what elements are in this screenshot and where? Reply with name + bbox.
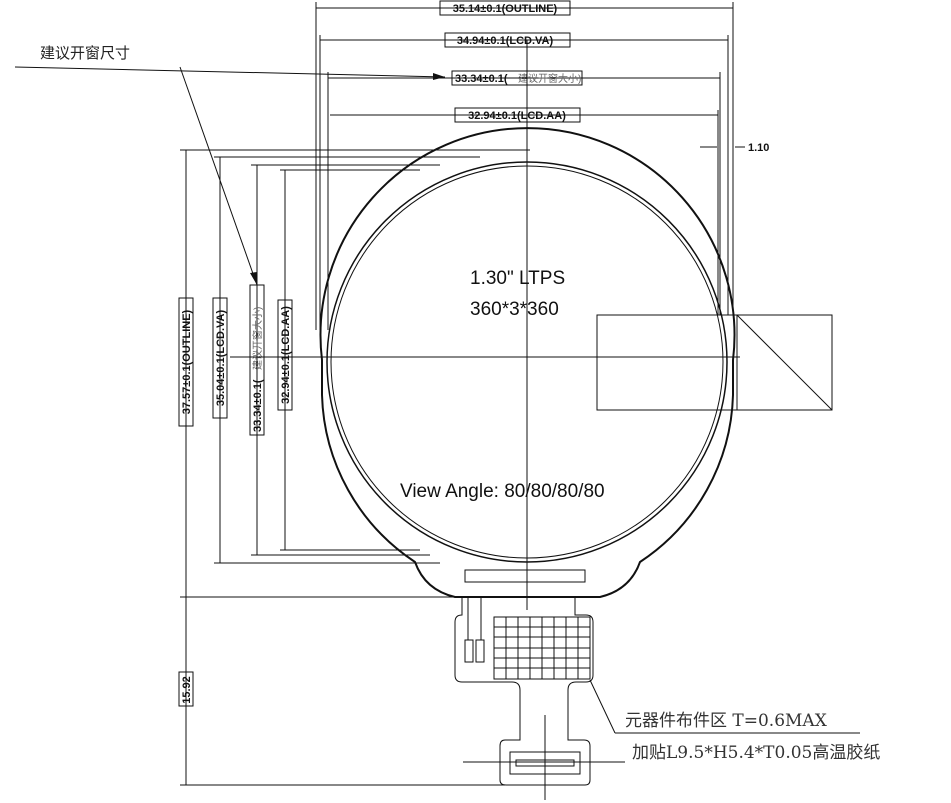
component-area-note: 元器件布件区 T=0.6MAX xyxy=(625,711,828,731)
dim-window-height: 33.34±0.1( xyxy=(252,379,264,432)
dim-outline-width: 35.14±0.1(OUTLINE) xyxy=(453,3,558,15)
panel-size: 1.30" LTPS xyxy=(470,268,565,289)
dim-lcd-aa-width: 32.94±0.1(LCD.AA) xyxy=(468,110,566,122)
dim-lcd-va-width: 34.94±0.1(LCD.VA) xyxy=(457,35,554,47)
dim-lcd-va-height: 35.04±0.1(LCD.VA) xyxy=(215,310,227,407)
tape-note: 加贴L9.5*H5.4*T0.05高温胶纸 xyxy=(632,743,880,763)
dim-window-height-note: 建议开窗大小) xyxy=(251,307,264,370)
fpc: 元器件布件区 T=0.6MAX 加贴L9.5*H5.4*T0.05高温胶纸 xyxy=(454,597,880,800)
dim-lcd-aa-height: 32.94±0.1(LCD.AA) xyxy=(280,306,292,404)
dim-window-width-note: 建议开窗大小) xyxy=(518,72,581,85)
display-panel: 1.30" LTPS 360*3*360 View Angle: 80/80/8… xyxy=(230,40,833,610)
window-callout: 建议开窗尺寸 xyxy=(14,44,446,286)
view-angle: View Angle: 80/80/80/80 xyxy=(400,481,605,502)
fpc-bond-area xyxy=(736,314,833,411)
vertical-dimensions: 37.57±0.1(OUTLINE) 35.04±0.1(LCD.VA) 33.… xyxy=(178,149,530,786)
dim-outline-height: 37.57±0.1(OUTLINE) xyxy=(181,309,193,414)
window-callout-label: 建议开窗尺寸 xyxy=(40,44,130,62)
dim-window-width: 33.34±0.1( xyxy=(455,73,508,85)
panel-resolution: 360*3*360 xyxy=(470,299,559,320)
horizontal-dimensions: 35.14±0.1(OUTLINE) 34.94±0.1(LCD.VA) 33.… xyxy=(315,0,769,330)
dim-fpc-length: 15.92 xyxy=(181,676,193,704)
dim-offset: 1.10 xyxy=(748,142,769,154)
